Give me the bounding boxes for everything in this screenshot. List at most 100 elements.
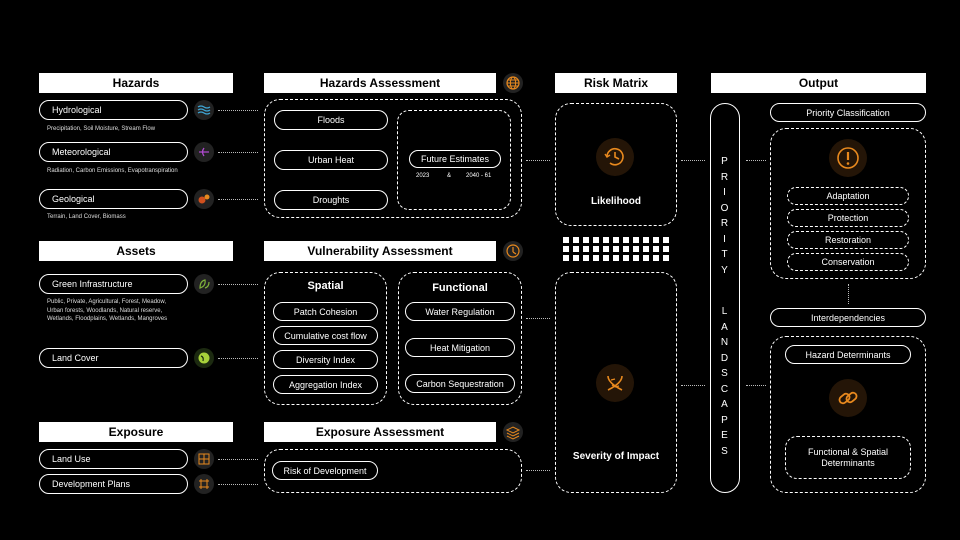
hazard-droughts[interactable]: Droughts <box>274 190 388 210</box>
dna-icon <box>596 364 634 402</box>
functional-box <box>398 272 522 405</box>
connector <box>526 470 550 471</box>
functional-heat-mitigation[interactable]: Heat Mitigation <box>405 338 515 357</box>
rocks-icon <box>194 189 214 209</box>
connector <box>218 484 258 485</box>
waves-icon <box>194 100 214 120</box>
vertical-letter: I <box>723 233 727 245</box>
exposure-assessment-box <box>264 449 522 493</box>
hazards-assessment-header: Hazards Assessment <box>264 73 496 93</box>
vertical-letter: D <box>720 352 730 364</box>
future-amp: & <box>447 173 452 179</box>
heat-icon <box>194 142 214 162</box>
exposure-assessment-header: Exposure Assessment <box>264 422 496 442</box>
spatial-title: Spatial <box>307 280 344 292</box>
connector <box>848 284 849 304</box>
hazard-floods[interactable]: Floods <box>274 110 388 130</box>
class-adaptation[interactable]: Adaptation <box>787 187 909 205</box>
class-conservation[interactable]: Conservation <box>787 253 909 271</box>
class-protection[interactable]: Protection <box>787 209 909 227</box>
output-header: Output <box>711 73 926 93</box>
likelihood-box <box>555 103 677 226</box>
leaves-icon <box>194 274 214 294</box>
functional-title: Functional <box>432 282 488 294</box>
hazard-hydrological-desc: Precipitation, Soil Moisture, Stream Flo… <box>47 126 156 132</box>
priority-classification[interactable]: Priority Classification <box>770 103 926 122</box>
alert-icon <box>829 139 867 177</box>
vertical-letter: S <box>721 445 729 457</box>
risk-grid-dots <box>563 237 669 261</box>
risk-matrix-header: Risk Matrix <box>555 73 677 93</box>
future-year-b: 2040 - 61 <box>466 173 492 179</box>
vertical-letter: R <box>720 218 730 229</box>
severity-label: Severity of Impact <box>572 451 660 462</box>
vertical-letter: T <box>721 249 729 260</box>
functional-water-regulation[interactable]: Water Regulation <box>405 302 515 321</box>
vertical-letter: Y <box>721 264 729 276</box>
priority-classes-box <box>770 128 926 279</box>
vertical-letter: I <box>723 187 727 198</box>
vertical-letter: A <box>721 399 729 410</box>
future-year-a: 2023 <box>416 173 430 179</box>
connector <box>218 110 258 111</box>
asset-land-cover[interactable]: Land Cover <box>39 348 188 368</box>
grid-map-icon <box>194 449 214 469</box>
clock-cycle-icon <box>596 138 634 176</box>
exposure-development-plans[interactable]: Development Plans <box>39 474 188 494</box>
hazard-geological[interactable]: Geological <box>39 189 188 209</box>
asset-green-infrastructure-desc: Public, Private, Agricultural, Forest, M… <box>47 298 167 324</box>
vertical-letter: S <box>721 368 729 379</box>
vertical-letter: N <box>720 337 730 348</box>
hazard-meteorological[interactable]: Meteorological <box>39 142 188 162</box>
hazard-geological-desc: Terrain, Land Cover, Biomass <box>47 214 126 220</box>
vertical-letter: L <box>721 306 729 317</box>
desc-line: Wetlands, Floodplains, Wetlands, Mangrov… <box>47 316 168 322</box>
hazard-hydrological[interactable]: Hydrological <box>39 100 188 120</box>
severity-box <box>555 272 677 493</box>
vertical-letter: E <box>721 430 729 441</box>
hazard-meteorological-desc: Radiation, Carbon Emissions, Evapotransp… <box>47 168 178 174</box>
functional-carbon-sequestration[interactable]: Carbon Sequestration <box>405 374 515 393</box>
vertical-letter: P <box>721 156 729 167</box>
spatial-cumulative-cost-flow[interactable]: Cumulative cost flow <box>273 326 378 345</box>
exposure-land-use[interactable]: Land Use <box>39 449 188 469</box>
exposure-risk-of-development[interactable]: Risk of Development <box>272 461 378 480</box>
class-restoration[interactable]: Restoration <box>787 231 909 249</box>
exposure-header: Exposure <box>39 422 233 442</box>
priority-landscapes-bar <box>710 103 740 493</box>
layers-icon <box>503 422 523 442</box>
future-estimates[interactable]: Future Estimates <box>409 150 501 168</box>
spatial-aggregation-index[interactable]: Aggregation Index <box>273 375 378 394</box>
connector <box>746 160 766 161</box>
vertical-letter: C <box>720 383 730 395</box>
hazards-header: Hazards <box>39 73 233 93</box>
likelihood-label: Likelihood <box>591 196 641 207</box>
hazard-urban-heat[interactable]: Urban Heat <box>274 150 388 170</box>
spatial-box <box>264 272 387 405</box>
assets-header: Assets <box>39 241 233 261</box>
hazard-determinants[interactable]: Hazard Determinants <box>785 345 911 364</box>
connector <box>526 318 550 319</box>
spatial-patch-cohesion[interactable]: Patch Cohesion <box>273 302 378 321</box>
globe-leaf-icon <box>194 348 214 368</box>
spatial-diversity-index[interactable]: Diversity Index <box>273 350 378 369</box>
functional-spatial-determinants[interactable]: Functional & Spatial Determinants <box>785 436 911 479</box>
connector <box>681 385 705 386</box>
gauge-icon <box>503 241 523 261</box>
vulnerability-assessment-header: Vulnerability Assessment <box>264 241 496 261</box>
asset-green-infrastructure[interactable]: Green Infrastructure <box>39 274 188 294</box>
globe-icon <box>503 73 523 93</box>
interdependencies[interactable]: Interdependencies <box>770 308 926 327</box>
connector <box>218 152 258 153</box>
desc-line: Urban forests, Woodlands, Natural reserv… <box>47 307 163 314</box>
connector <box>746 385 766 386</box>
blueprint-icon <box>194 474 214 494</box>
connector <box>218 358 258 359</box>
connector <box>218 199 258 200</box>
determinants-box <box>770 336 926 493</box>
connector <box>526 160 550 161</box>
future-estimates-box <box>397 110 511 210</box>
vertical-letter: A <box>721 321 729 333</box>
